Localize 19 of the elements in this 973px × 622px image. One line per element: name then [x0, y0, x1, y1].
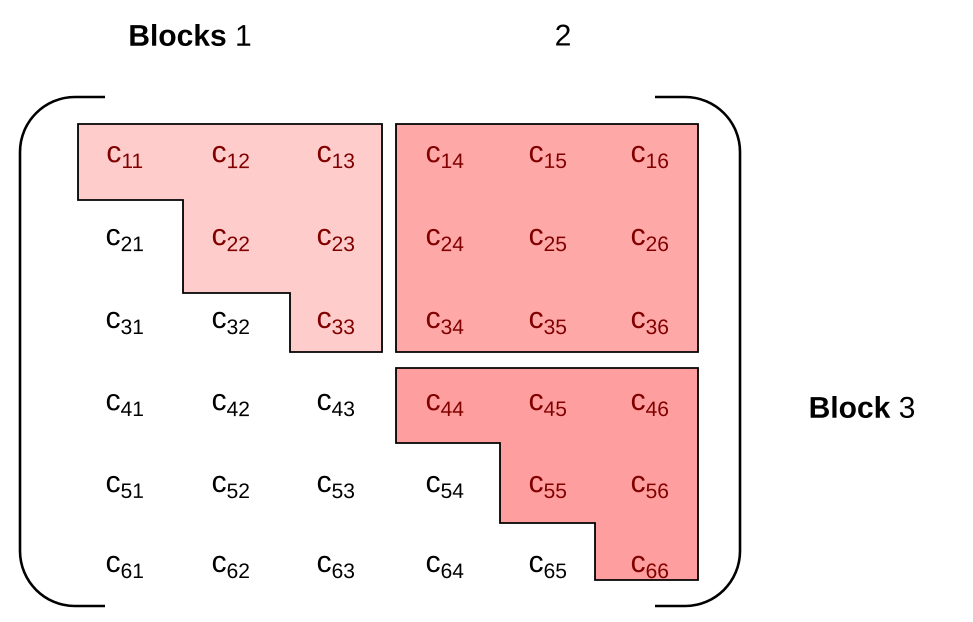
block-label: Block 3 — [810, 396, 914, 418]
matrix-entry: c$_{64}$ — [426, 556, 464, 578]
matrix-entry: c$_{63}$ — [318, 556, 354, 578]
matrix-entry: c$_{41}$ — [106, 394, 143, 416]
matrix-entry: c$_{62}$ — [212, 556, 249, 578]
matrix-entry: c$_{32}$ — [212, 312, 249, 334]
matrix-entry: c$_{51}$ — [106, 476, 143, 498]
matrix-entry: c$_{61}$ — [106, 556, 143, 578]
matrix-entry: c$_{53}$ — [318, 476, 354, 498]
matrix-entry: c$_{21}$ — [106, 228, 143, 252]
matrix-entry: c$_{65}$ — [530, 556, 566, 578]
matrix-entry: c$_{31}$ — [106, 312, 143, 334]
block-label: 2 — [556, 24, 570, 46]
matrix-block: c$_{14}$ c$_{15}$ c$_{16}$ c$_{24}$ c$_{25}$ c$_{26}$ c$_{34}$ c$_{35}$ c$_{36}$ — [395, 123, 699, 353]
matrix-entry: c$_{42}$ — [212, 394, 249, 416]
matrix-entry: c$_{43}$ — [318, 394, 354, 416]
matrix-entry: c$_{52}$ — [212, 476, 249, 498]
matrix-entry: c$_{54}$ — [426, 476, 464, 498]
block-label: Blocks 1 — [130, 24, 250, 46]
